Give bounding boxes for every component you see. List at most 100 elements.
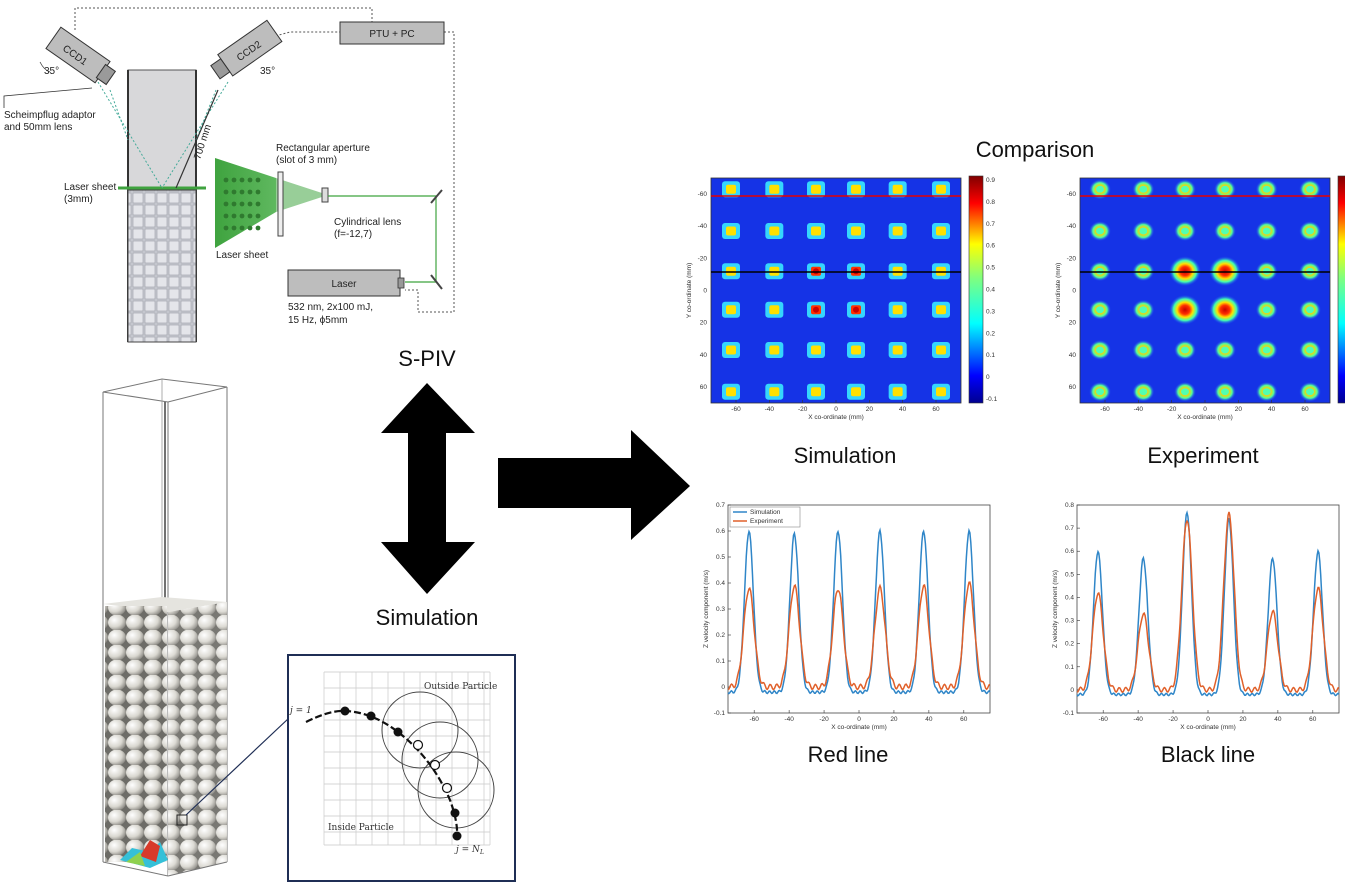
heatmap-field [1079, 177, 1331, 404]
heatmap-hotspot-core [1181, 185, 1189, 193]
heatmap-hotspot-core [892, 184, 903, 194]
colorbar-tick-label: 0.2 [986, 330, 995, 337]
sphere-pack-front [105, 606, 167, 862]
x-tick-label: 60 [960, 716, 968, 723]
heatmap-hotspot-core [851, 226, 861, 236]
svg-text:PTU + PC: PTU + PC [369, 29, 414, 40]
heatmap-hotspot-core [811, 387, 821, 397]
y-tick-label: 0.4 [1065, 594, 1074, 601]
heatmap-hotspot-core [1181, 346, 1189, 354]
x-tick-label: 20 [866, 406, 874, 413]
y-tick-label: 0.2 [1065, 641, 1074, 648]
ccd1-camera: CCD1 [45, 26, 117, 86]
plot-area [1076, 504, 1340, 714]
heatmap-hotspot-core [769, 387, 780, 397]
colorbar-tick-label: 0.3 [986, 308, 995, 315]
caption-simulation: Simulation [794, 443, 897, 468]
x-tick-label: -60 [1100, 406, 1110, 413]
x-tick-label: -20 [1168, 716, 1178, 723]
legend-box [729, 506, 801, 528]
caption-black-line: Black line [1161, 742, 1255, 767]
heatmap-hotspot-core [1096, 346, 1104, 354]
heatmap-hotspot-core [769, 305, 780, 315]
x-tick-label: -60 [731, 406, 741, 413]
arrow-label-simulation: Simulation [376, 605, 479, 630]
heatmap-hotspot-core [769, 226, 780, 236]
heatmap-hotspot-core [726, 184, 736, 194]
heatmap-hotspot-core [769, 345, 780, 355]
colorbar-tick-label: 0.4 [986, 287, 995, 294]
x-tick-label: -20 [819, 716, 829, 723]
x-axis-label: X co-ordinate (mm) [808, 414, 864, 421]
colorbar [968, 175, 984, 404]
x-axis-label: X co-ordinate (mm) [1180, 724, 1236, 731]
colorbar-tick-label: 0.8 [986, 199, 995, 206]
heatmap-hotspot-core [892, 345, 903, 355]
comparison-title: Comparison [976, 137, 1095, 162]
heatmap-hotspot-core [851, 184, 861, 194]
right-arrow [498, 430, 690, 540]
heatmap-hotspot-core [1306, 227, 1314, 235]
heatmap-hotspot-core [1181, 227, 1189, 235]
x-tick-label: 60 [1301, 406, 1309, 413]
heatmap-hotspot-core [892, 387, 903, 397]
colorbar-tick-label: 0.1 [986, 352, 995, 359]
x-tick-label: 20 [1235, 406, 1243, 413]
colorbar-tick-label: 0 [986, 374, 990, 381]
x-tick-label: 20 [1239, 716, 1247, 723]
heatmap-hotspot-core [1181, 388, 1189, 396]
heatmap-hotspot-core [936, 305, 946, 315]
y-tick-label: 0 [1072, 288, 1076, 295]
colorbar-tick-label: 0.5 [986, 265, 995, 272]
x-tick-label: -20 [1167, 406, 1177, 413]
laser-sheet-fan [215, 158, 276, 248]
x-tick-label: -60 [1098, 716, 1108, 723]
svg-text:Laser: Laser [331, 279, 357, 290]
y-tick-label: 0.5 [1065, 571, 1074, 578]
heatmap-hotspot-core [1096, 388, 1104, 396]
heatmap-hotspot-core [936, 184, 946, 194]
wire-ccd1 [74, 7, 373, 30]
heatmap-hotspot-core [811, 226, 821, 236]
x-tick-label: 40 [1274, 716, 1282, 723]
x-axis-label: X co-ordinate (mm) [831, 724, 887, 731]
y-tick-label: -60 [1067, 191, 1077, 198]
series-line-simulation [1076, 510, 1340, 697]
y-axis-label: Z velocity component (m/s) [1052, 570, 1059, 648]
x-tick-label: 40 [899, 406, 907, 413]
y-tick-label: -40 [1067, 223, 1077, 230]
heatmap-hotspot-core [811, 345, 821, 355]
y-tick-label: 60 [1069, 384, 1077, 391]
series-line-experiment [727, 581, 991, 691]
x-tick-label: 60 [1309, 716, 1317, 723]
x-tick-label: -40 [1134, 406, 1144, 413]
sphere-pack-side [168, 602, 227, 876]
laser-sheet-label-2: (3mm) [64, 194, 93, 205]
heatmap-field [710, 177, 962, 404]
heatmap-hotspot-core [726, 345, 736, 355]
heatmap-hotspot-peak [853, 306, 859, 313]
x-tick-label: -40 [765, 406, 775, 413]
wire-laser [405, 31, 455, 313]
heatmap-hotspot [1169, 294, 1201, 325]
x-tick-label: 40 [925, 716, 933, 723]
inset-outside-label: Outside Particle [424, 682, 497, 692]
heatmap-hotspot-core [1221, 346, 1229, 354]
colorbar-tick-label: 0.6 [986, 243, 995, 250]
x-tick-label: 0 [857, 716, 861, 723]
arrow-label-spiv: S-PIV [398, 346, 456, 371]
y-tick-label: 0.6 [1065, 548, 1074, 555]
x-tick-label: -20 [798, 406, 808, 413]
scheimpflug-label-1: Scheimpflug adaptor [4, 110, 96, 121]
heatmap-hotspot-core [1262, 388, 1271, 396]
caption-red-line: Red line [808, 742, 889, 767]
heatmap-hotspot-core [1262, 306, 1271, 314]
heatmap-hotspot-core [726, 387, 736, 397]
angle-left: 35° [44, 66, 59, 77]
spiv-setup-schematic: CCD1 CCD2 35° 35° PTU + PC Scheimpflug a… [3, 7, 455, 343]
ptu-pc-box [339, 21, 445, 45]
y-tick-label: -20 [1067, 255, 1077, 262]
